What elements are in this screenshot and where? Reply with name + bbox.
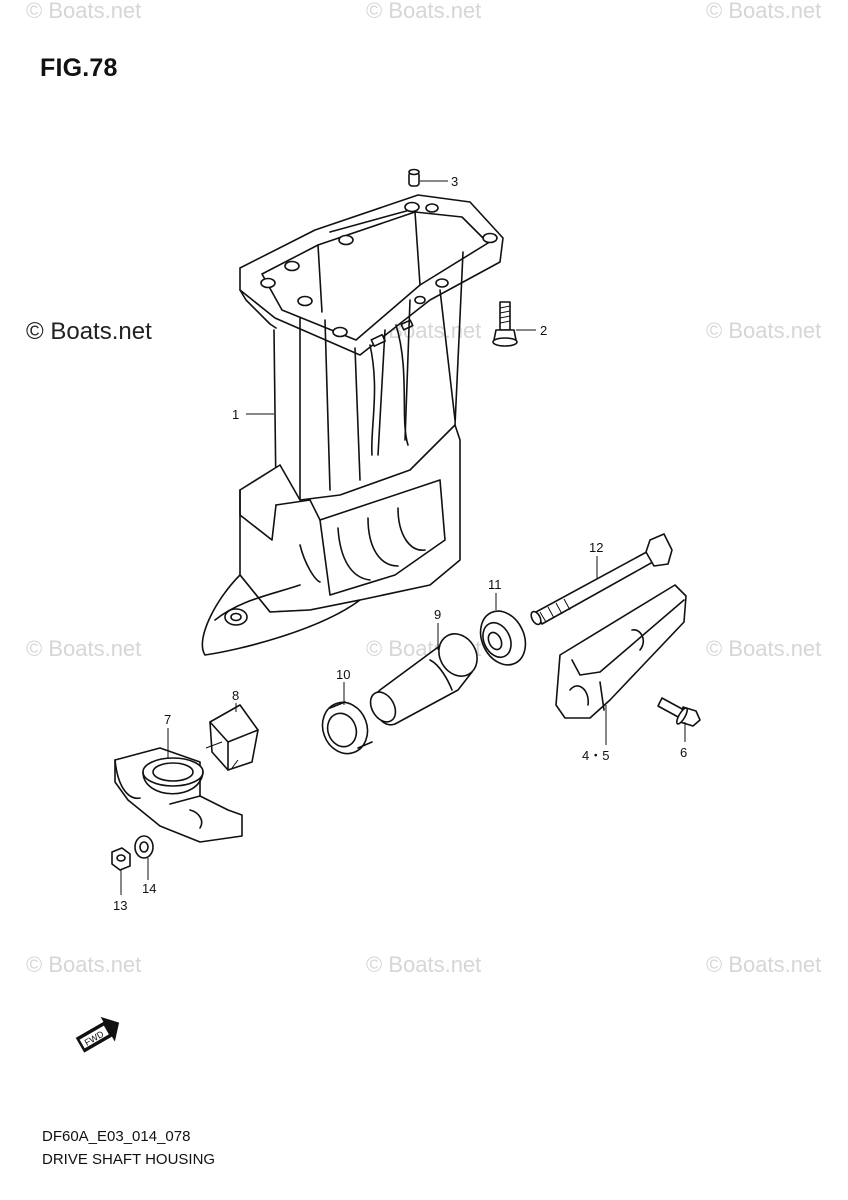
figure-name: DRIVE SHAFT HOUSING <box>42 1151 216 1168</box>
watermark: © Boats.net <box>366 0 482 23</box>
callout-2: 2 <box>540 323 547 338</box>
figure-code: DF60A_E03_014_078 <box>42 1128 191 1145</box>
bushing <box>321 701 373 755</box>
callout-14: 14 <box>142 881 156 896</box>
callout-1: 1 <box>232 407 239 422</box>
watermark: © Boats.net <box>26 952 142 977</box>
callout-labels: 3 2 1 12 11 9 10 8 7 4・5 6 13 14 <box>113 174 687 913</box>
watermark: © Boats.net <box>706 318 822 343</box>
drive-shaft-housing <box>201 194 504 656</box>
fwd-arrow-icon: FWD <box>75 1016 120 1053</box>
callout-7: 7 <box>164 712 171 727</box>
rubber-block <box>205 704 259 771</box>
callout-3: 3 <box>451 174 458 189</box>
callout-12: 12 <box>589 540 603 555</box>
callout-9: 9 <box>434 607 441 622</box>
callout-4-5: 4・5 <box>582 748 609 763</box>
watermark: © Boats.net <box>706 636 822 661</box>
lower-mount-bracket <box>114 747 243 843</box>
bolt <box>492 301 518 347</box>
grommet <box>479 610 527 666</box>
watermark: © Boats.net <box>706 0 822 23</box>
long-bolt <box>530 533 673 626</box>
leader-lines <box>120 180 686 895</box>
callout-13: 13 <box>113 898 127 913</box>
nut <box>111 847 131 871</box>
small-bolt <box>657 697 701 727</box>
callout-8: 8 <box>232 688 239 703</box>
callout-6: 6 <box>680 745 687 760</box>
watermark: © Boats.net <box>706 952 822 977</box>
watermark-featured: © Boats.net <box>26 318 152 345</box>
dowel-pin <box>408 168 420 187</box>
rubber-mount <box>369 633 478 726</box>
callout-10: 10 <box>336 667 350 682</box>
washer <box>134 835 154 859</box>
watermark: © Boats.net <box>26 636 142 661</box>
watermark: © Boats.net <box>366 952 482 977</box>
watermark: © Boats.net <box>26 0 142 23</box>
callout-11: 11 <box>488 577 502 592</box>
figure-title: FIG.78 <box>40 54 118 82</box>
housing-cover <box>555 584 687 719</box>
